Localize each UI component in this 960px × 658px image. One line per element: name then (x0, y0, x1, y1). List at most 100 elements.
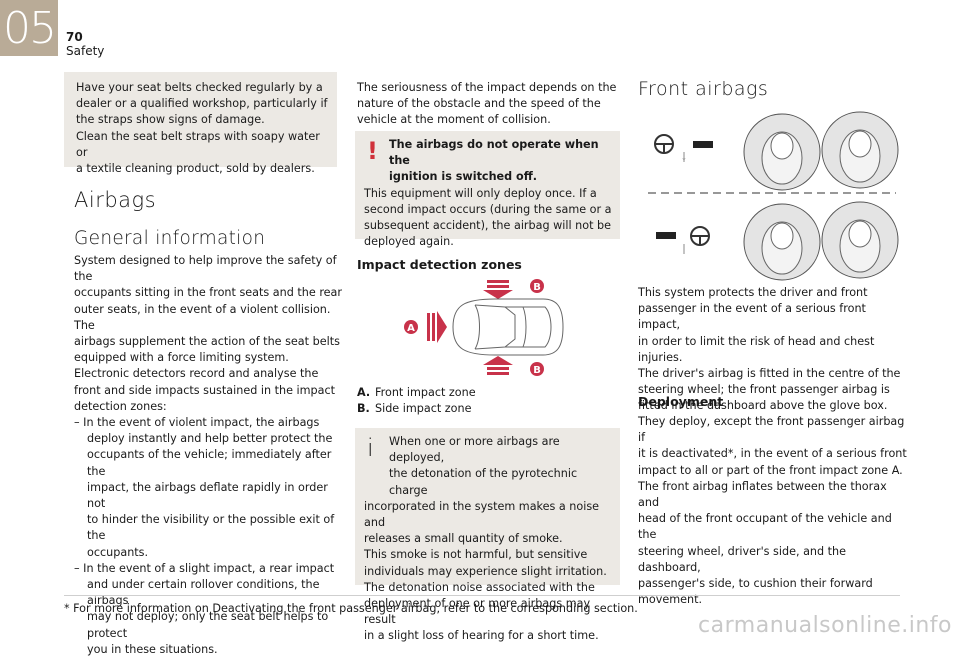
body-line: nature of the obstacle and the speed of … (357, 97, 601, 111)
body-line: The driver's airbag is fitted in the cen… (638, 367, 901, 381)
body-line: head of the front occupant of the vehicl… (638, 512, 892, 542)
body-line: it is deactivated*, in the event of a se… (638, 447, 907, 461)
body-line: front and side impacts sustained in the … (74, 383, 336, 397)
note-text: Have your seat belts checked regularly b… (76, 80, 334, 177)
info-line: The detonation noise associated with the (364, 580, 595, 594)
body-line: deploy instantly and help better protect… (87, 432, 333, 446)
body-line: The front airbag inflates between the th… (638, 479, 887, 510)
occupant-airbag-top-left (743, 113, 821, 191)
body-line: The seriousness of the impact depends on… (357, 81, 617, 94)
note-line: dealer or a qualified workshop, particul… (76, 97, 328, 111)
seat-belt-note: Have your seat belts checked regularly b… (64, 72, 337, 175)
side-impact-arrows-top (483, 280, 513, 299)
page-number: 70 (66, 30, 83, 44)
occupant-airbag-bottom-right (821, 201, 899, 279)
body-line: passenger's side, to cushion their forwa… (638, 577, 873, 591)
general-information-heading: General information (74, 228, 266, 249)
body-line: impact, the airbags deflate rapidly in o… (87, 480, 328, 511)
legend-key: A. (357, 386, 371, 399)
info-text: When one or more airbags are deployed, t… (364, 434, 618, 645)
front-airbags-illustration: ⇣ (648, 111, 899, 281)
occupant-airbag-top-right (821, 111, 899, 189)
impact-intro-text: The seriousness of the impact depends on… (357, 80, 619, 129)
front-airbags-title: Front airbags (638, 78, 769, 100)
side-impact-arrows-bottom (483, 356, 513, 375)
svg-text:B: B (533, 282, 541, 293)
legend-item-a: A. Front impact zone (357, 385, 617, 401)
body-line: equipped with a force limiting system. (74, 351, 289, 365)
warning-exclamation-icon: ! (367, 137, 378, 165)
watermark: carmanualsonline.info (698, 613, 952, 638)
warning-line: subsequent accident), the airbag will no… (364, 219, 612, 233)
info-line: incorporated in the system makes a noise… (364, 499, 600, 530)
body-line: – In the event of a slight impact, a rea… (74, 561, 335, 575)
body-line: This system protects the driver and fron… (638, 286, 868, 299)
body-line: movement. (638, 593, 703, 607)
warning-line: This equipment will only deploy once. If… (364, 186, 597, 200)
airbags-title: Airbags (74, 188, 157, 212)
warning-bold-line: ignition is switched off. (389, 170, 538, 184)
note-line: the straps show signs of damage. (76, 113, 265, 127)
passenger-airbag-slot (656, 232, 676, 239)
info-icon: i (367, 434, 374, 462)
info-line: the detonation of the pyrotechnic charge (389, 467, 578, 497)
info-line: This smoke is not harmful, but sensitive (364, 548, 588, 562)
section-name: Safety (66, 44, 105, 58)
body-line: you in these situations. (87, 642, 218, 656)
badge-b-bottom: B (530, 362, 544, 376)
info-line: deployment of one or more airbags may re… (364, 597, 591, 627)
info-line: in a slight loss of hearing for a short … (364, 629, 599, 643)
deployment-text: They deploy, except the front passenger … (638, 414, 908, 608)
body-line: steering wheel, driver's side, and the d… (638, 544, 847, 574)
body-line: in order to limit the risk of head and c… (638, 334, 875, 364)
car-top-view (452, 298, 564, 356)
deployment-heading: Deployment (638, 394, 724, 409)
body-line: System designed to help improve the safe… (74, 254, 337, 284)
body-line: occupants. (87, 545, 149, 559)
warning-text: The airbags do not operate when the igni… (364, 137, 618, 250)
body-line: occupants sitting in the front seats and… (74, 286, 343, 300)
warning-line: second impact occurs (during the same or… (364, 202, 612, 216)
body-line: passenger in the event of a serious fron… (638, 302, 866, 332)
body-line: may not deploy; only the seat belt helps… (87, 610, 329, 640)
warning-box: ! The airbags do not operate when the ig… (355, 131, 620, 248)
svg-text:A: A (407, 323, 415, 334)
impact-zones-heading: Impact detection zones (357, 257, 522, 272)
front-airbags-text: This system protects the driver and fron… (638, 285, 908, 415)
occupant-airbag-bottom-left (743, 203, 821, 281)
body-line: occupants of the vehicle; immediately af… (87, 448, 332, 478)
body-line: to hinder the visibility or the possible… (87, 513, 335, 543)
svg-text:B: B (533, 365, 541, 376)
general-information-text: System designed to help improve the safe… (74, 253, 344, 658)
body-line: airbags supplement the action of the sea… (74, 335, 340, 349)
body-line: They deploy, except the front passenger … (638, 415, 905, 445)
body-line: and under certain rollover conditions, t… (87, 578, 320, 608)
info-line: individuals may experience slight irrita… (364, 564, 607, 578)
warning-bold-line: The airbags do not operate when the (389, 138, 599, 168)
body-line: fitted in the dashboard above the glove … (638, 399, 888, 413)
body-line: – In the event of violent impact, the ai… (74, 416, 320, 430)
info-line: When one or more airbags are deployed, (389, 435, 560, 465)
body-line: Electronic detectors record and analyse … (74, 367, 319, 381)
dashboard-top: ⇣ (654, 134, 713, 162)
note-line: Clean the seat belt straps with soapy wa… (76, 129, 320, 159)
note-line: Have your seat belts checked regularly b… (76, 81, 323, 94)
badge-a: A (404, 320, 418, 334)
dashboard-bottom (656, 226, 710, 254)
body-line: steering wheel; the front passenger airb… (638, 383, 890, 397)
legend-key: B. (357, 402, 370, 416)
info-box: i When one or more airbags are deployed,… (355, 428, 620, 642)
badge-b-top: B (530, 279, 544, 293)
zones-legend: A. Front impact zone B. Side impact zone (357, 385, 617, 417)
passenger-airbag-slot (693, 141, 713, 148)
footnote-divider (64, 595, 900, 596)
legend-item-b: B. Side impact zone (357, 401, 617, 417)
legend-text: Front impact zone (375, 386, 476, 399)
impact-zones-diagram: B B A (404, 279, 564, 376)
body-line: impact to all or part of the front impac… (638, 463, 903, 477)
legend-text: Side impact zone (375, 402, 472, 416)
chapter-tab: 05 (0, 0, 58, 56)
note-line: a textile cleaning product, sold by deal… (76, 162, 315, 176)
warning-line: deployed again. (364, 235, 454, 249)
steering-wheel-icon (654, 134, 674, 154)
